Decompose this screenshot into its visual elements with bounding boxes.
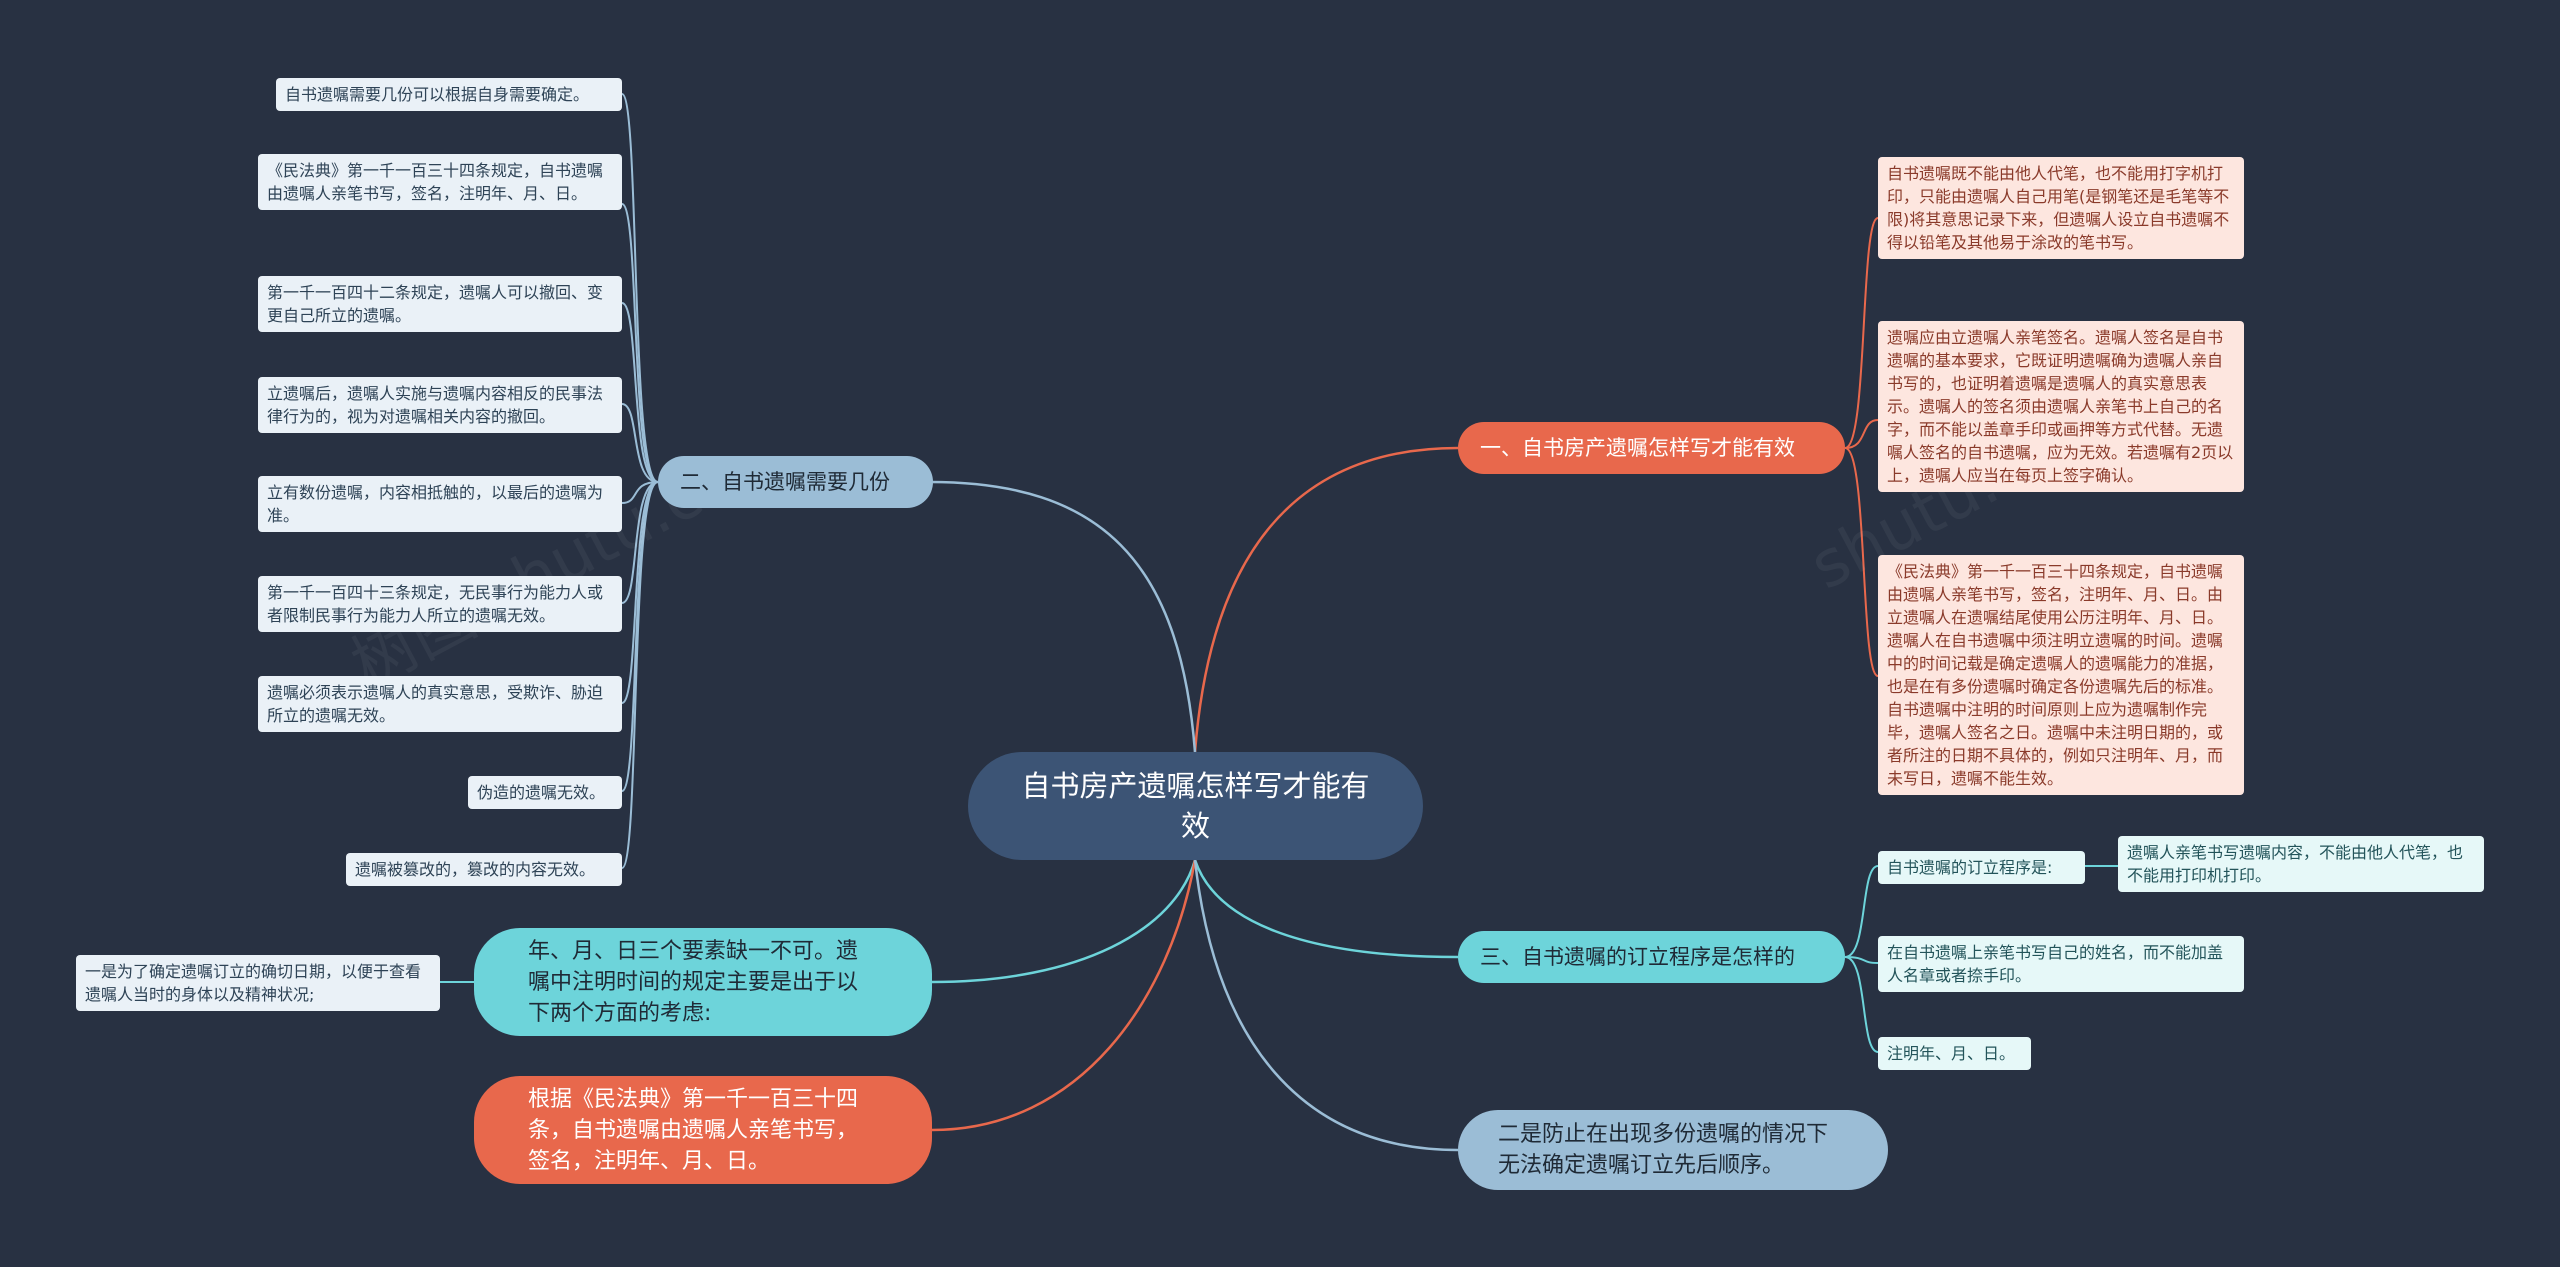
leaf-t1-2[interactable]: 遗嘱应由立遗嘱人亲笔签名。遗嘱人签名是自书遗嘱的基本要求，它既证明遗嘱确为遗嘱人…	[1878, 321, 2244, 492]
leaf-t3-3[interactable]: 注明年、月、日。	[1878, 1037, 2031, 1070]
link-t2-leaf3	[621, 302, 659, 483]
link-t3-leaf3	[1844, 956, 1879, 1053]
link-t2-leaf9	[621, 481, 659, 869]
root-node[interactable]: 自书房产遗嘱怎样写才能有效	[968, 752, 1423, 860]
leaf-t1-3[interactable]: 《民法典》第一千一百三十四条规定，自书遗嘱由遗嘱人亲笔书写，签名，注明年、月、日…	[1878, 555, 2244, 795]
leaf-t2-4[interactable]: 立遗嘱后，遗嘱人实施与遗嘱内容相反的民事法律行为的，视为对遗嘱相关内容的撤回。	[258, 377, 622, 433]
leaf-t2-8[interactable]: 伪造的遗嘱无效。	[468, 776, 622, 809]
link-t2-leaf4	[621, 403, 659, 483]
leaf-t2-3[interactable]: 第一千一百四十二条规定，遗嘱人可以撤回、变更自己所立的遗嘱。	[258, 276, 622, 332]
topic-node-6[interactable]: 二是防止在出现多份遗嘱的情况下无法确定遗嘱订立先后顺序。	[1458, 1110, 1888, 1190]
leaf-t2-5[interactable]: 立有数份遗嘱，内容相抵触的，以最后的遗嘱为准。	[258, 476, 622, 532]
topic-node-5[interactable]: 根据《民法典》第一千一百三十四条，自书遗嘱由遗嘱人亲笔书写，签名，注明年、月、日…	[474, 1076, 932, 1184]
leaf-t3-2[interactable]: 在自书遗嘱上亲笔书写自己的姓名，而不能加盖人名章或者捺手印。	[1878, 936, 2244, 992]
topic-node-2[interactable]: 二、自书遗嘱需要几份	[658, 456, 933, 508]
link-t2-leaf1	[621, 93, 659, 483]
leaf-t2-1[interactable]: 自书遗嘱需要几份可以根据自身需要确定。	[276, 78, 622, 111]
leaf-t4-1[interactable]: 一是为了确定遗嘱订立的确切日期，以便于查看遗嘱人当时的身体以及精神状况;	[76, 955, 440, 1011]
link-t1-leaf2	[1844, 419, 1879, 449]
link-root-t1	[1193, 446, 1459, 753]
link-t2-leaf8	[621, 481, 659, 792]
link-t2-leaf5	[621, 481, 659, 504]
topic-label: 三、自书遗嘱的订立程序是怎样的	[1480, 945, 1795, 969]
leaf-t1-1[interactable]: 自书遗嘱既不能由他人代笔，也不能用打字机打印，只能由遗嘱人自己用笔(是钢笔还是毛…	[1878, 157, 2244, 259]
link-t2-leaf7	[621, 481, 659, 704]
topic-node-3[interactable]: 三、自书遗嘱的订立程序是怎样的	[1458, 931, 1845, 983]
topic-node-4[interactable]: 年、月、日三个要素缺一不可。遗嘱中注明时间的规定主要是出于以下两个方面的考虑:	[474, 928, 932, 1036]
link-root-t6	[1193, 859, 1459, 1152]
topic-label: 一、自书房产遗嘱怎样写才能有效	[1480, 436, 1795, 460]
link-root-t3	[1193, 859, 1459, 959]
link-t1-leaf3	[1844, 447, 1879, 677]
leaf-t2-7[interactable]: 遗嘱必须表示遗嘱人的真实意思，受欺诈、胁迫所立的遗嘱无效。	[258, 676, 622, 732]
leaf-t2-9[interactable]: 遗嘱被篡改的，篡改的内容无效。	[346, 853, 622, 886]
link-root-t4	[931, 859, 1197, 984]
leaf-t2-6[interactable]: 第一千一百四十三条规定，无民事行为能力人或者限制民事行为能力人所立的遗嘱无效。	[258, 576, 622, 632]
topic-label: 二、自书遗嘱需要几份	[680, 470, 890, 494]
topic-label: 根据《民法典》第一千一百三十四条，自书遗嘱由遗嘱人亲笔书写，签名，注明年、月、日…	[528, 1086, 859, 1174]
link-t1-leaf1	[1844, 217, 1879, 449]
link-root-t5	[931, 859, 1197, 1132]
link-t3-leaf1	[1844, 865, 1879, 958]
topic-label: 二是防止在出现多份遗嘱的情况下无法确定遗嘱订立先后顺序。	[1498, 1122, 1829, 1178]
root-title: 自书房产遗嘱怎样写才能有效	[1021, 769, 1370, 843]
topic-node-1[interactable]: 一、自书房产遗嘱怎样写才能有效	[1458, 422, 1845, 474]
link-root-t2	[929, 480, 1197, 753]
leaf-t2-2[interactable]: 《民法典》第一千一百三十四条规定，自书遗嘱由遗嘱人亲笔书写，签名，注明年、月、日…	[258, 154, 622, 210]
topic-label: 年、月、日三个要素缺一不可。遗嘱中注明时间的规定主要是出于以下两个方面的考虑:	[528, 938, 859, 1026]
link-t3-leaf2	[1844, 956, 1879, 964]
leaf-t3-1[interactable]: 自书遗嘱的订立程序是:	[1878, 851, 2085, 884]
link-t2-leaf6	[621, 481, 659, 604]
leaf-t3-sub[interactable]: 遗嘱人亲笔书写遗嘱内容，不能由他人代笔，也不能用打印机打印。	[2118, 836, 2484, 892]
link-t2-leaf2	[621, 203, 659, 483]
